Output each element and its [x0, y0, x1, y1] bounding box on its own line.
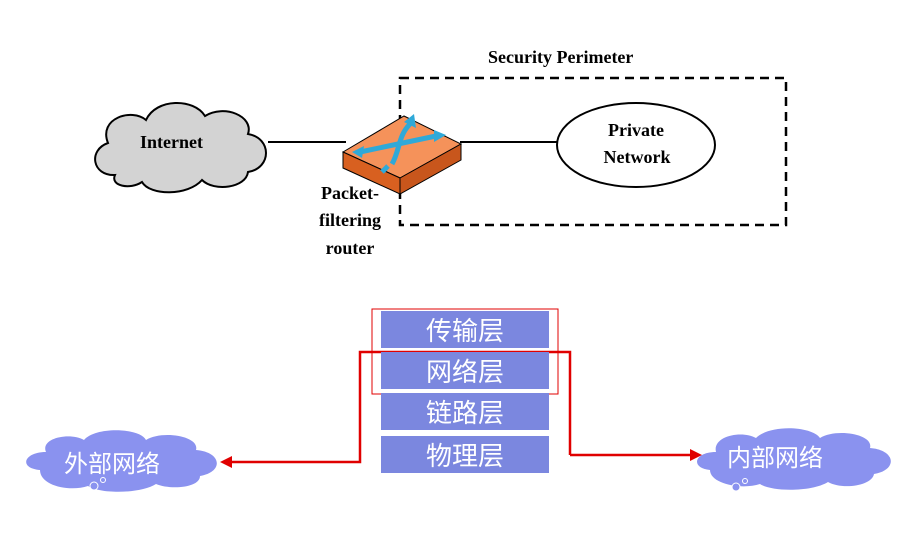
security-perimeter-label: Security Perimeter: [488, 47, 634, 67]
private-network-label-line1: Private: [608, 120, 664, 140]
router-icon: [341, 114, 463, 195]
layer-physical: 物理层: [381, 436, 549, 474]
external-network-label: 外部网络: [64, 450, 160, 478]
private-network-ellipse: [556, 102, 716, 188]
internal-network-cloud-icon: [697, 428, 891, 492]
private-network-label-line2: Network: [603, 147, 671, 167]
layer-network: 网络层: [381, 352, 549, 390]
external-network-cloud-icon: [26, 430, 217, 492]
router-label-line1: Packet-: [321, 183, 379, 203]
router-label-line3: router: [325, 238, 375, 258]
router-label-line2: filtering: [319, 210, 381, 230]
layer-link: 链路层: [381, 393, 549, 431]
packet-flow-arrow: [220, 350, 702, 468]
internal-network-label: 内部网络: [727, 444, 823, 472]
layer-transport: 传输层: [381, 311, 549, 349]
internet-label: Internet: [140, 132, 203, 152]
internet-cloud-icon: [94, 102, 267, 194]
